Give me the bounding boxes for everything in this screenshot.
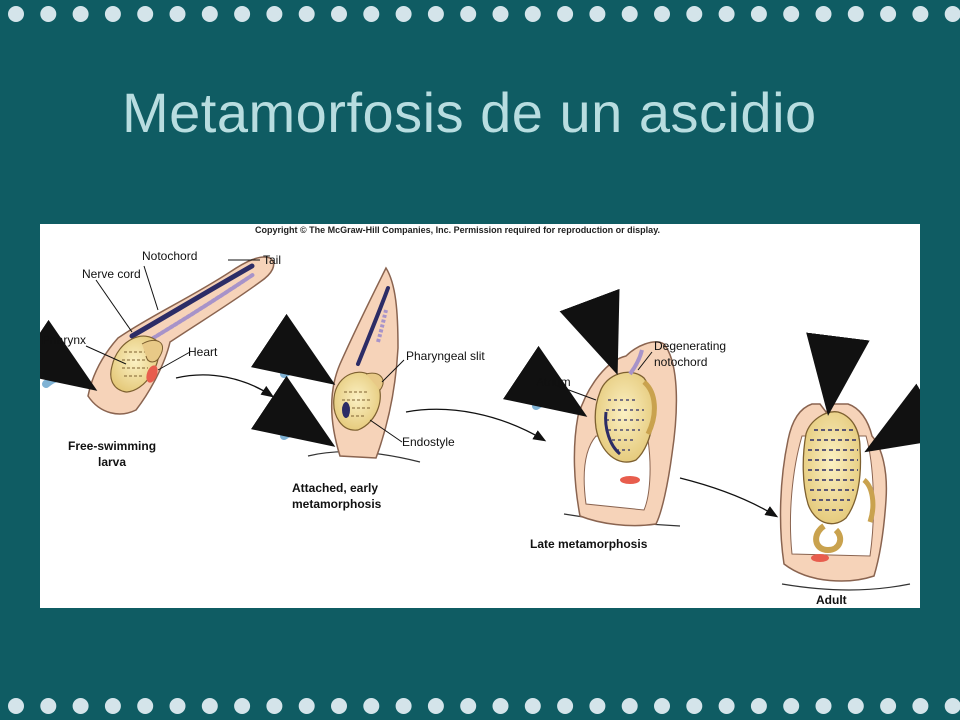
border-dot [266,698,283,714]
border-dot [266,6,283,22]
label-tail: Tail [263,253,281,267]
stage-arrow-2 [405,408,547,442]
label-degenerating: Degenerating [654,339,726,353]
label-notochord: Notochord [142,249,197,263]
border-dot [40,698,57,714]
border-dot [718,6,735,22]
border-dot [589,698,606,714]
border-dot [686,698,703,714]
border-dot [847,6,864,22]
border-dot [298,698,315,714]
border-dot [492,6,509,22]
border-dot [201,698,218,714]
border-dot [460,6,477,22]
border-dot [654,6,670,22]
border-dot [427,6,444,22]
border-dot [104,698,121,714]
top-dot-border [8,6,960,22]
copyright-notice: Copyright © The McGraw-Hill Companies, I… [255,225,660,235]
border-dot [201,6,218,22]
border-dot [880,6,897,22]
label-heart: Heart [188,345,218,359]
border-dot [750,698,767,714]
border-dot [363,6,380,22]
border-dot [944,698,960,714]
label-atrium: Atrium [536,375,571,389]
border-dot [718,698,735,714]
border-dot [557,6,574,22]
leader-atrium [557,385,597,401]
border-dot [524,6,541,22]
label-endostyle: Endostyle [402,435,455,449]
border-dot [169,6,186,22]
border-dot [72,698,89,714]
diagram-canvas: Copyright © The McGraw-Hill Companies, I… [40,225,920,607]
border-dot [783,6,800,22]
border-dot [912,6,929,22]
border-dot [8,698,24,714]
border-dot [944,6,960,22]
border-dot [654,698,670,714]
border-dot [8,6,24,22]
border-dot [395,6,412,22]
free-swimming-larva [40,256,275,415]
border-dot [557,698,574,714]
caption-free-swimming: Free-swimming [68,439,156,453]
border-dot [331,698,347,714]
border-dot [331,6,347,22]
border-dot [137,6,154,22]
border-dot [169,698,186,714]
leader-pharyngeal-slit [381,359,405,383]
leader-endostyle [369,419,403,443]
border-dot [686,6,703,22]
late-metamorphosis-stage [502,288,681,527]
border-dot [783,698,800,714]
border-dot [40,6,57,22]
label-pharynx: Pharynx [42,333,86,347]
border-dot [427,698,444,714]
border-dot [621,6,638,22]
border-dot [298,6,315,22]
stage-arrow-3 [679,477,779,518]
label-pharyngeal-slit: Pharyngeal slit [406,349,485,363]
slide-title: Metamorfosis de un ascidio [122,81,817,144]
caption-attached: Attached, early [292,481,378,495]
label-degenerating-notochord: notochord [654,355,707,369]
leader-degenerating-notochord [637,351,653,371]
border-dot [524,698,541,714]
border-dot [137,698,154,714]
border-dot [234,698,251,714]
border-dot [815,6,832,22]
ascidian-metamorphosis-figure: Copyright © The McGraw-Hill Companies, I… [40,224,920,608]
caption-larva: larva [98,455,126,469]
border-dot [750,6,767,22]
border-dot [492,698,509,714]
bottom-dot-border [8,698,960,714]
caption-adult: Adult [816,593,847,607]
caption-late-metamorphosis: Late metamorphosis [530,537,648,551]
border-dot [72,6,89,22]
border-dot [815,698,832,714]
border-dot [395,698,412,714]
border-dot [912,698,929,714]
stage-arrow-1 [175,374,275,398]
border-dot [234,6,251,22]
border-dot [104,6,121,22]
adult-stage [779,332,920,591]
caption-early-metamorphosis: metamorphosis [292,497,382,511]
border-dot [847,698,864,714]
border-dot [363,698,380,714]
border-dot [460,698,477,714]
label-nerve-cord: Nerve cord [82,267,141,281]
attached-early-stage [250,266,421,463]
border-dot [621,698,638,714]
border-dot [589,6,606,22]
border-dot [880,698,897,714]
larva-leader-lines [85,259,260,371]
